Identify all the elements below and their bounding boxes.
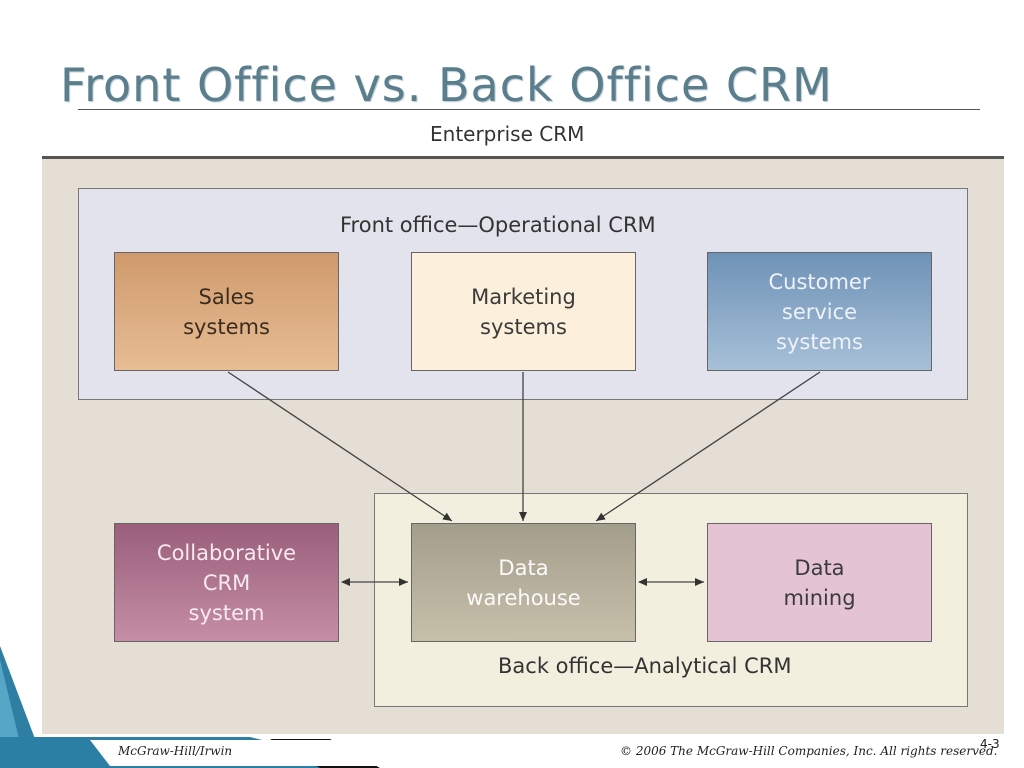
title-underline: [78, 109, 980, 110]
sales-systems-box: Sales systems: [114, 252, 339, 371]
marketing-systems-box: Marketing systems: [411, 252, 636, 371]
collaborative-crm-box: Collaborative CRM system: [114, 523, 339, 642]
footer-publisher: McGraw-Hill/Irwin: [118, 744, 233, 758]
diagram-top-rule: [42, 156, 1004, 159]
data-warehouse-box: Data warehouse: [411, 523, 636, 642]
back-office-label: Back office—Analytical CRM: [498, 654, 792, 678]
data-mining-box: Data mining: [707, 523, 932, 642]
arrow-service-to-warehouse: [595, 371, 821, 522]
footer-copyright: © 2006 The McGraw-Hill Companies, Inc. A…: [620, 744, 998, 758]
footer-text-strip: [90, 740, 620, 766]
diagram-subtitle: Enterprise CRM: [430, 122, 585, 146]
slide-title: Front Office vs. Back Office CRM: [60, 58, 833, 112]
customer-service-systems-box: Customer service systems: [707, 252, 932, 371]
page-number: 4-3: [980, 737, 1000, 751]
arrow-sales-to-warehouse: [227, 371, 453, 522]
front-office-label: Front office—Operational CRM: [340, 213, 656, 237]
